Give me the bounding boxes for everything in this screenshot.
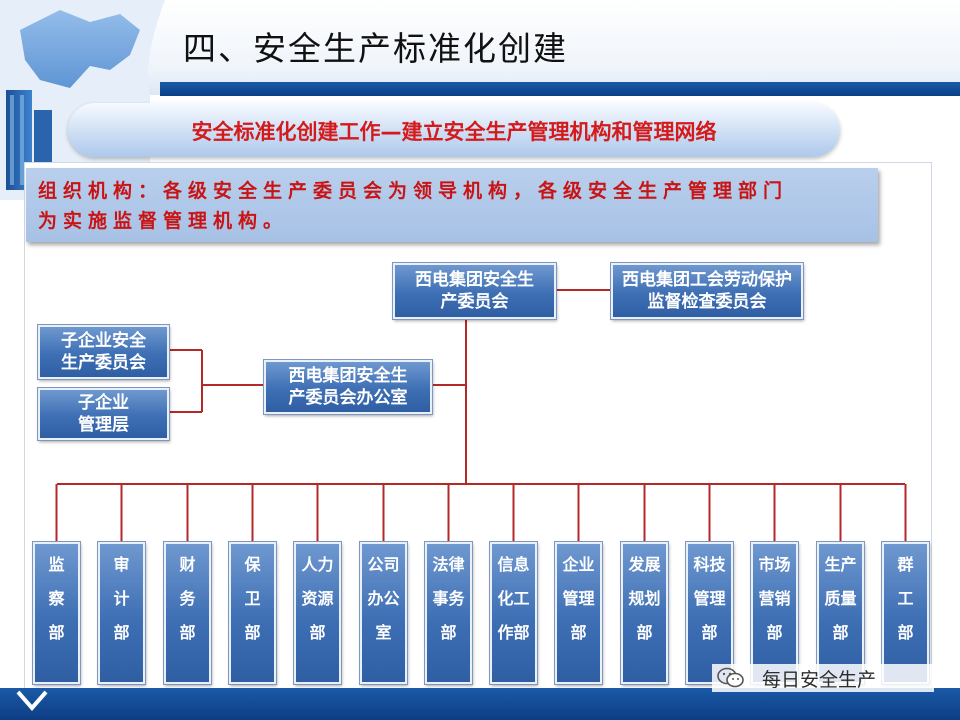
department-label-line: 务 (179, 589, 196, 608)
department-label-line: 工 (897, 589, 914, 608)
org-box-label-line: 西电集团安全生 (415, 270, 534, 290)
department-label-line: 卫 (244, 589, 261, 608)
page-title: 四、安全生产标准化创建 (183, 29, 568, 68)
department-label-line: 信息 (497, 555, 530, 574)
department-label-line: 部 (179, 623, 196, 642)
header-band (0, 0, 960, 95)
department-label-line: 部 (897, 623, 914, 642)
info-box: 组织机构：各级安全生产委员会为领导机构，各级安全生产管理部门 为实施监督管理机构… (26, 168, 878, 242)
department-label-line: 生产 (824, 555, 857, 574)
department-box: 科技管理部 (685, 541, 734, 685)
department-box: 监察部 (32, 541, 81, 685)
org-box-label-line: 西电集团工会劳动保护 (622, 270, 792, 290)
department-label-line: 部 (48, 623, 65, 642)
department-box: 发展规划部 (620, 541, 669, 685)
org-box-label-line: 产委员会 (440, 292, 509, 312)
department-label-line: 质量 (824, 589, 857, 608)
department-label-line: 监 (48, 555, 65, 574)
department-box: 企业管理部 (554, 541, 603, 685)
org-box-label-line: 生产委员会 (61, 353, 146, 373)
department-label-line: 部 (701, 623, 718, 642)
department-label-line: 事务 (432, 589, 465, 608)
department-box: 审计部 (97, 541, 146, 685)
department-box: 保卫部 (228, 541, 277, 685)
department-box: 法律事务部 (424, 541, 473, 685)
department-label-line: 办公 (367, 589, 400, 608)
org-box-sub-management: 子企业 管理层 (37, 387, 170, 441)
department-label-line: 营销 (758, 589, 791, 608)
watermark: 每日安全生产 (712, 664, 934, 692)
department-box: 市场营销部 (750, 541, 799, 685)
department-box: 人力资源部 (293, 541, 342, 685)
info-line-2: 为实施监督管理机构。 (38, 210, 289, 232)
department-label-line: 资源 (301, 589, 334, 608)
department-label-line: 作部 (497, 623, 530, 642)
org-box-label-line: 西电集团安全生 (288, 366, 408, 386)
department-label-line: 人力 (301, 555, 334, 574)
department-label-line: 公司 (367, 555, 400, 574)
department-label-line: 部 (570, 623, 587, 642)
org-box-label-line: 监督检查委员会 (647, 292, 767, 312)
watermark-text: 每日安全生产 (762, 669, 877, 691)
department-label-line: 部 (766, 623, 783, 642)
department-label-line: 科技 (693, 555, 726, 574)
department-label-line: 保 (244, 555, 261, 574)
department-label-line: 管理 (562, 589, 595, 608)
chevron-down-icon (16, 690, 48, 712)
department-label-line: 部 (244, 623, 261, 642)
department-label-line: 法律 (432, 555, 465, 574)
subtitle-text: 安全标准化创建工作—建立安全生产管理机构和管理网络 (191, 120, 717, 144)
department-label-line: 计 (113, 589, 130, 608)
subtitle-banner: 安全标准化创建工作—建立安全生产管理机构和管理网络 (68, 103, 840, 157)
department-box: 群工部 (881, 541, 930, 685)
department-box: 生产质量部 (816, 541, 865, 685)
wechat-icon (717, 667, 744, 688)
department-label-line: 部 (832, 623, 849, 642)
department-label-line: 企业 (562, 555, 595, 574)
org-box-label-line: 子企业 (78, 393, 129, 413)
department-label-line: 财 (179, 555, 196, 574)
header-rule (160, 82, 960, 96)
info-text: 组织机构：各级安全生产委员会为领导机构，各级安全生产管理部门 为实施监督管理机构… (38, 176, 864, 236)
department-label-line: 市场 (758, 555, 791, 574)
org-box-committee-office: 西电集团安全生 产委员会办公室 (263, 359, 433, 415)
department-label-line: 部 (440, 623, 457, 642)
department-label-line: 管理 (693, 589, 726, 608)
department-label-line: 审 (113, 555, 130, 574)
department-label-line: 发展 (628, 555, 661, 574)
org-box-union-committee: 西电集团工会劳动保护 监督检查委员会 (610, 262, 804, 320)
org-box-label-line: 子企业安全 (61, 331, 146, 351)
department-label-line: 规划 (628, 589, 661, 608)
org-box-label-line: 管理层 (78, 415, 129, 435)
department-label-line: 部 (636, 623, 653, 642)
department-box: 财务部 (163, 541, 212, 685)
org-box-safety-committee: 西电集团安全生 产委员会 (392, 262, 557, 320)
department-label-line: 室 (375, 623, 392, 642)
department-label-line: 部 (113, 623, 130, 642)
department-box: 公司办公室 (359, 541, 408, 685)
department-label-line: 化工 (497, 589, 530, 608)
department-label-line: 察 (48, 589, 65, 608)
department-box: 信息化工作部 (489, 541, 538, 685)
department-label-line: 部 (309, 623, 326, 642)
org-box-label-line: 产委员会办公室 (288, 388, 408, 408)
department-label-line: 群 (897, 555, 914, 574)
org-box-sub-committee: 子企业安全 生产委员会 (37, 324, 170, 380)
info-line-1: 组织机构：各级安全生产委员会为领导机构，各级安全生产管理部门 (38, 180, 789, 202)
footer-band (0, 688, 960, 720)
